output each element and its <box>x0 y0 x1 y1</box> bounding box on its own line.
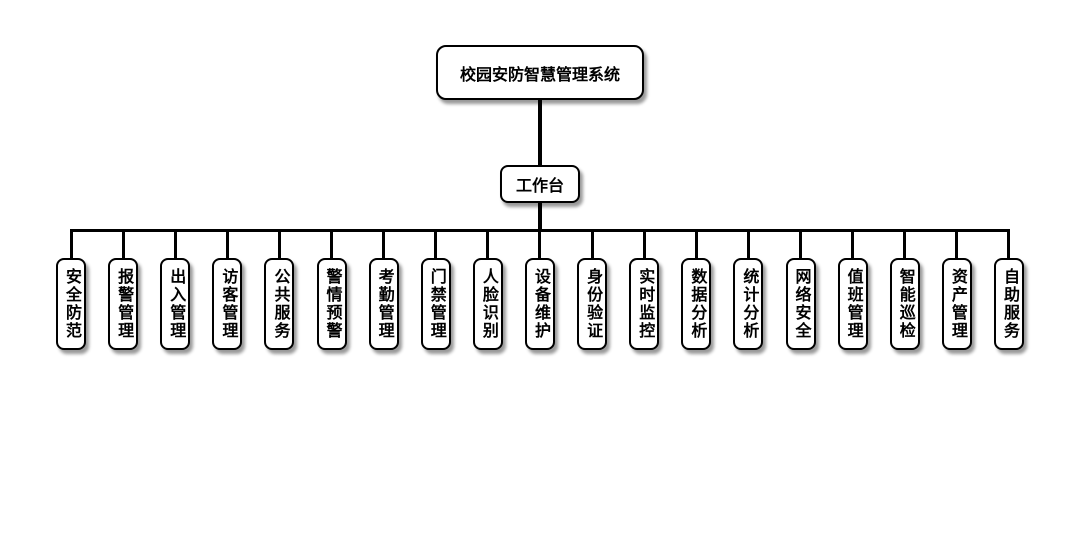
connector-root-hub <box>538 99 542 166</box>
leaf-label: 统计分析 <box>740 268 758 340</box>
leaf-row: 安全防范 报警管理 出入管理 访客管理 公共服务 警情预警 考勤管理 <box>54 230 1026 350</box>
leaf-label: 公共服务 <box>271 268 289 340</box>
leaf-node: 自助服务 <box>992 230 1026 350</box>
leaf-label: 门禁管理 <box>427 268 445 340</box>
leaf-node: 人脸识别 <box>471 230 505 350</box>
hub-label: 工作台 <box>515 178 565 195</box>
leaf-box: 实时监控 <box>629 258 660 350</box>
leaf-box: 统计分析 <box>733 258 764 350</box>
leaf-node: 身份验证 <box>575 230 609 350</box>
hub-node: 工作台 <box>499 165 581 203</box>
leaf-node: 资产管理 <box>940 230 974 350</box>
leaf-connector <box>694 230 698 258</box>
leaf-connector <box>173 230 177 258</box>
leaf-box: 自助服务 <box>993 258 1024 350</box>
leaf-node: 设备维护 <box>523 230 557 350</box>
leaf-label: 警情预警 <box>323 268 341 340</box>
leaf-connector <box>851 230 855 258</box>
leaf-box: 身份验证 <box>577 258 608 350</box>
leaf-node: 访客管理 <box>210 230 244 350</box>
leaf-connector <box>746 230 750 258</box>
leaf-connector <box>903 230 907 258</box>
leaf-label: 智能巡检 <box>896 268 914 340</box>
leaf-label: 安全防范 <box>63 268 80 340</box>
leaf-node: 网络安全 <box>784 230 818 350</box>
leaf-node: 警情预警 <box>315 230 349 350</box>
leaf-box: 出入管理 <box>160 258 191 350</box>
leaf-node: 考勤管理 <box>367 230 401 350</box>
leaf-node: 安全防范 <box>54 230 88 350</box>
leaf-label: 自助服务 <box>1000 268 1018 340</box>
leaf-connector <box>1007 230 1011 258</box>
leaf-label: 数据分析 <box>688 268 706 340</box>
leaf-box: 值班管理 <box>837 258 868 350</box>
leaf-connector <box>225 230 229 258</box>
leaf-node: 门禁管理 <box>419 230 453 350</box>
connector-hub-bus <box>538 202 542 231</box>
leaf-connector <box>69 230 73 258</box>
leaf-node: 数据分析 <box>679 230 713 350</box>
leaf-label: 报警管理 <box>115 268 133 340</box>
leaf-connector <box>486 230 490 258</box>
leaf-label: 实时监控 <box>636 268 654 340</box>
leaf-node: 智能巡检 <box>888 230 922 350</box>
leaf-label: 值班管理 <box>844 268 862 340</box>
leaf-box: 人脸识别 <box>472 258 503 350</box>
root-node: 校园安防智慧管理系统 <box>435 45 645 100</box>
leaf-label: 资产管理 <box>948 268 966 340</box>
leaf-connector <box>382 230 386 258</box>
leaf-connector <box>799 230 803 258</box>
leaf-connector <box>121 230 125 258</box>
leaf-box: 安全防范 <box>56 258 86 350</box>
leaf-connector <box>642 230 646 258</box>
leaf-connector <box>330 230 334 258</box>
leaf-box: 报警管理 <box>108 258 139 350</box>
leaf-connector <box>434 230 438 258</box>
leaf-node: 报警管理 <box>106 230 140 350</box>
leaf-node: 统计分析 <box>731 230 765 350</box>
leaf-label: 网络安全 <box>792 268 810 340</box>
leaf-node: 值班管理 <box>836 230 870 350</box>
leaf-box: 网络安全 <box>785 258 816 350</box>
leaf-box: 数据分析 <box>681 258 712 350</box>
leaf-node: 出入管理 <box>158 230 192 350</box>
leaf-box: 访客管理 <box>212 258 243 350</box>
leaf-connector <box>590 230 594 258</box>
leaf-box: 设备维护 <box>524 258 555 350</box>
leaf-label: 人脸识别 <box>479 268 497 340</box>
root-label: 校园安防智慧管理系统 <box>459 66 621 84</box>
leaf-box: 警情预警 <box>316 258 347 350</box>
leaf-connector <box>277 230 281 258</box>
leaf-box: 考勤管理 <box>368 258 399 350</box>
leaf-connector <box>538 230 542 258</box>
leaf-connector <box>955 230 959 258</box>
leaf-label: 考勤管理 <box>375 268 393 340</box>
leaf-label: 身份验证 <box>584 268 602 340</box>
leaf-node: 公共服务 <box>262 230 296 350</box>
leaf-box: 门禁管理 <box>420 258 451 350</box>
leaf-box: 资产管理 <box>941 258 972 350</box>
leaf-label: 出入管理 <box>167 268 185 340</box>
leaf-box: 智能巡检 <box>889 258 920 350</box>
leaf-label: 访客管理 <box>219 268 237 340</box>
leaf-node: 实时监控 <box>627 230 661 350</box>
leaf-box: 公共服务 <box>264 258 295 350</box>
leaf-label: 设备维护 <box>531 268 549 340</box>
